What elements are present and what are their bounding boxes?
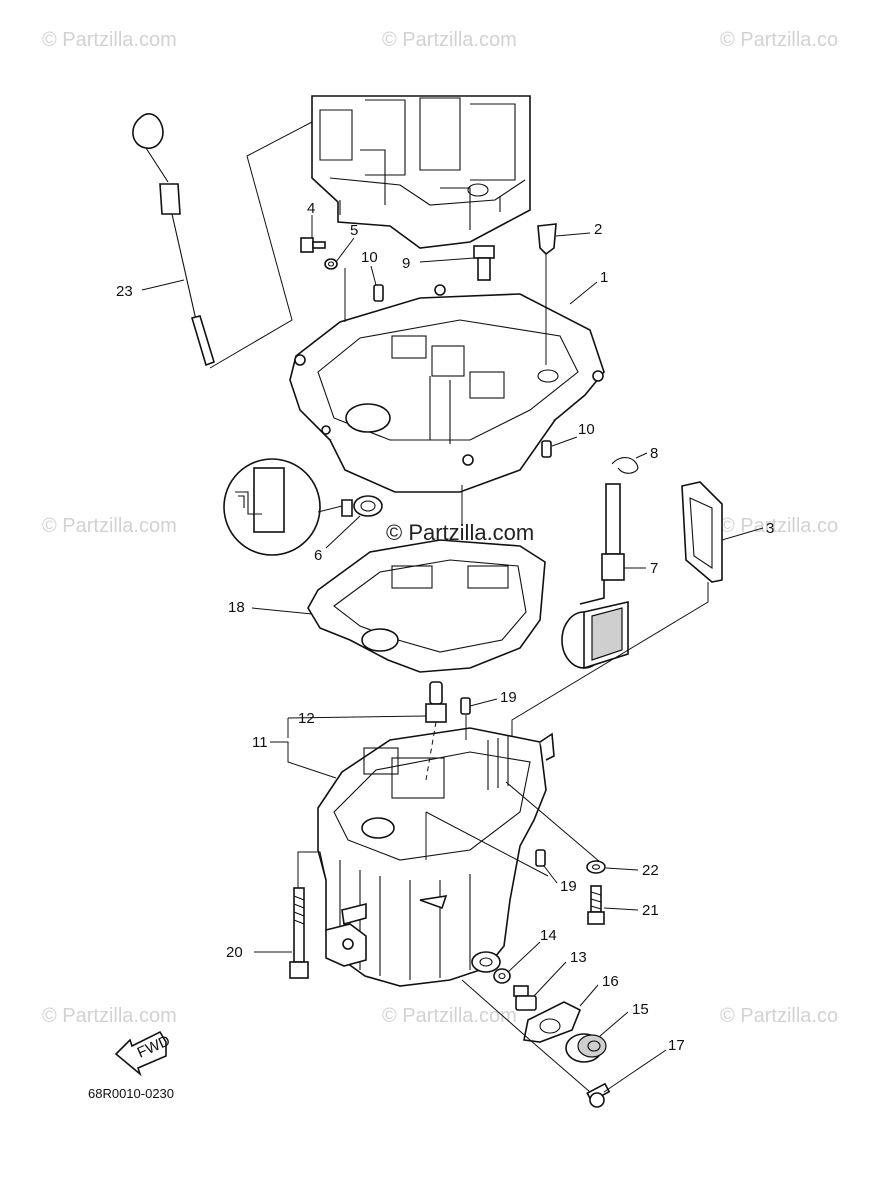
- watermark: © Partzilla.com: [42, 29, 177, 51]
- watermark: © Partzilla.com: [42, 1005, 177, 1027]
- callout-13: 13: [570, 949, 587, 966]
- washer-22: [586, 860, 606, 874]
- separator-plate: [289, 284, 605, 493]
- pin-dash-line: [425, 721, 437, 781]
- callout-12: 12: [298, 710, 315, 727]
- callout-15: 15: [632, 1001, 649, 1018]
- cover-plate-3: [681, 481, 723, 583]
- plug-2: [537, 223, 557, 256]
- separator-guide-line: [344, 254, 547, 524]
- gasket-18: [307, 539, 546, 673]
- oil-seal-6: [353, 495, 383, 517]
- washer-14: [493, 968, 511, 984]
- bolt-4: [300, 237, 326, 253]
- callout-19-upper: 19: [500, 689, 517, 706]
- oil-strainer-7: [561, 483, 629, 670]
- callout-2: 2: [594, 221, 602, 238]
- washer-5: [324, 258, 338, 270]
- oil-dipstick: [132, 113, 215, 367]
- fitting-9: [473, 245, 495, 281]
- callout-3: 3: [766, 520, 774, 537]
- pan-guide-line: [425, 715, 601, 877]
- drain-guide-line: [461, 979, 591, 1093]
- callout-leaders: [141, 215, 764, 1093]
- callout-11: 11: [252, 734, 268, 751]
- callout-20: 20: [226, 944, 243, 961]
- callout-19-lower: 19: [560, 878, 577, 895]
- bolt-20-guide: [297, 851, 327, 888]
- plug-15: [565, 1033, 607, 1063]
- watermark: © Partzilla.co: [720, 29, 838, 51]
- gasket-16: [523, 1001, 582, 1043]
- watermark: © Partzilla.com: [42, 515, 177, 537]
- callout-labels: 1 2 3 4 5 6 7 8 9 10 10 11 12 13 14 15 1…: [116, 200, 774, 1054]
- bolt-21: [587, 885, 605, 925]
- callout-6: 6: [314, 547, 322, 564]
- callout-18: 18: [228, 599, 245, 616]
- fitting-12: [425, 681, 447, 723]
- engine-block: [311, 95, 531, 249]
- callout-9: 9: [402, 255, 410, 272]
- watermark: © Partzilla.com: [382, 29, 517, 51]
- callout-22: 22: [642, 862, 659, 879]
- dowel-pin-19-lower: [535, 849, 546, 867]
- bolt-20: [289, 887, 309, 979]
- dowel-pin-10-lower: [541, 440, 552, 458]
- oil-pan-11: [317, 727, 555, 987]
- callout-4: 4: [307, 200, 315, 217]
- callout-5: 5: [350, 222, 358, 239]
- callout-1: 1: [600, 269, 608, 286]
- diagram-code: 68R0010-0230: [88, 1086, 174, 1101]
- callout-10-lower: 10: [578, 421, 595, 438]
- screw-17: [586, 1082, 611, 1108]
- callout-14: 14: [540, 927, 557, 944]
- watermark: © Partzilla.com: [382, 1005, 517, 1027]
- clip-8: [611, 457, 639, 474]
- callout-17: 17: [668, 1037, 685, 1054]
- callout-21: 21: [642, 902, 659, 919]
- dowel-pin-19-upper: [460, 697, 471, 715]
- callout-8: 8: [650, 445, 658, 462]
- center-watermark: © Partzilla.com: [386, 520, 534, 545]
- dowel-pin-10-upper: [373, 284, 384, 302]
- callout-23: 23: [116, 283, 133, 300]
- dipstick-guide-line: [209, 121, 313, 369]
- drain-bolt-13: [513, 985, 537, 1011]
- callout-10-upper: 10: [361, 249, 378, 266]
- forward-arrow-icon: FWD: [114, 1030, 173, 1077]
- callout-16: 16: [602, 973, 619, 990]
- seal-detail-callout: [223, 458, 353, 556]
- watermark: © Partzilla.co: [720, 515, 838, 537]
- watermark: © Partzilla.co: [720, 1005, 838, 1027]
- callout-7: 7: [650, 560, 658, 577]
